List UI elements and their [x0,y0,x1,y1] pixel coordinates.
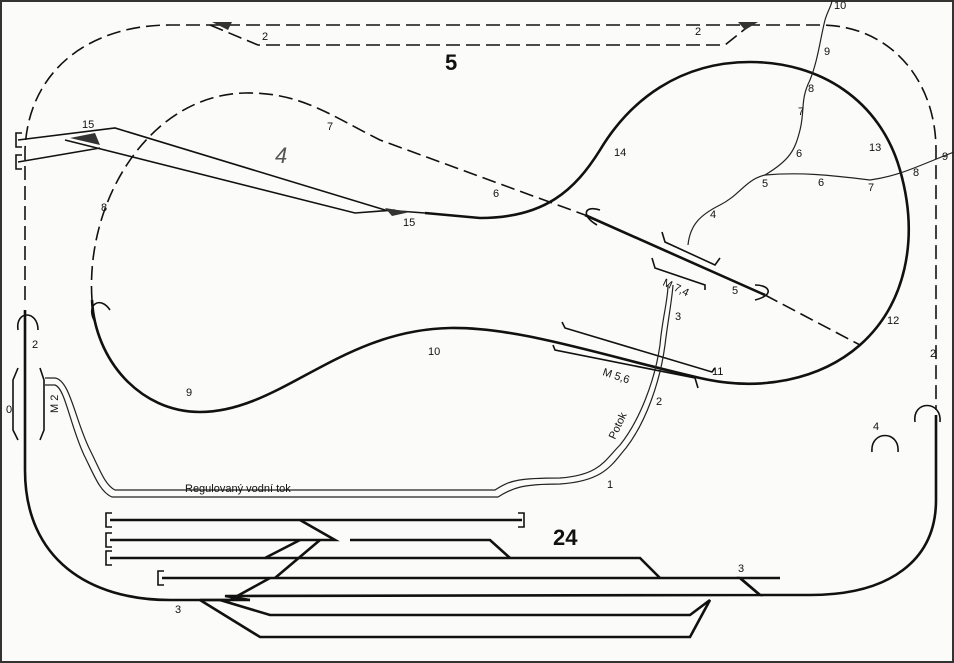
marker: 2 [930,348,936,360]
marker: 8 [913,167,919,179]
bridge-m56-label: M 5,6 [601,366,631,386]
bridge-m56-bracket [552,321,716,389]
markers: 2 2 15 15 7 6 8 14 13 12 11 10 9 5 4 2 2… [6,0,948,616]
outer-loop-left [23,310,250,602]
marker: 6 [493,188,499,200]
regulated-watercourse [45,284,669,491]
marker: 2 [695,26,701,38]
marker: 2 [656,396,662,408]
station-tracks [110,518,780,639]
stream [687,0,833,246]
stream-branch [764,151,954,181]
marker: 7 [327,121,333,133]
marker: 10 [428,346,440,358]
inner-loop-dashed-right [764,294,861,346]
bridge-m2-bracket [12,367,45,441]
outer-loop-right [760,415,938,597]
siding-4-lower [64,139,396,214]
marker: 5 [732,285,738,297]
siding-4-spur [17,147,101,163]
buffer-stop [105,512,525,586]
marker: 5 [762,178,768,190]
regulated-watercourse-label: Regulovaný vodní tok [185,483,291,495]
marker: 8 [808,83,814,95]
marker: 12 [887,315,899,327]
marker: 9 [942,151,948,163]
marker: 1 [607,479,613,491]
turnout-mark [738,22,758,30]
bridge-m74-track [584,213,766,297]
marker: 6 [818,177,824,189]
regulated-watercourse-bank [45,284,674,498]
marker: 6 [796,148,802,160]
marker: 3 [175,604,181,616]
marker: 3 [738,563,744,575]
bridge-m74-bracket [651,231,721,290]
marker: 8 [101,202,107,214]
marker: 9 [186,387,192,399]
level-label-outer: 5 [445,50,457,75]
bridge-m74-label: M 7,4 [661,277,691,300]
bridge-m2-label: M 2 [49,395,61,413]
marker: 0 [6,404,12,416]
marker: 15 [82,119,94,131]
top-siding [209,24,751,46]
marker: 3 [675,311,681,323]
marker: 9 [824,46,830,58]
marker: 10 [834,0,846,12]
marker: 4 [873,421,879,433]
marker: 14 [614,147,626,159]
marker: 2 [262,31,268,43]
marker: 2 [32,339,38,351]
marker: 15 [403,217,415,229]
inner-loop-dashed [90,92,586,301]
marker: 11 [712,366,723,378]
marker: 7 [868,182,874,194]
outer-loop-dashed [24,24,937,410]
turnout-mark [212,22,232,30]
siding-4-upper [17,127,426,214]
marker: 13 [869,142,881,154]
level-label-siding: 4 [275,143,287,168]
buffer-stop [15,132,22,170]
marker: 7 [798,106,804,118]
inner-loop-solid [90,60,910,414]
level-label-station: 24 [553,525,578,550]
direction-arrow-icons [17,207,941,453]
marker: 4 [710,209,716,221]
